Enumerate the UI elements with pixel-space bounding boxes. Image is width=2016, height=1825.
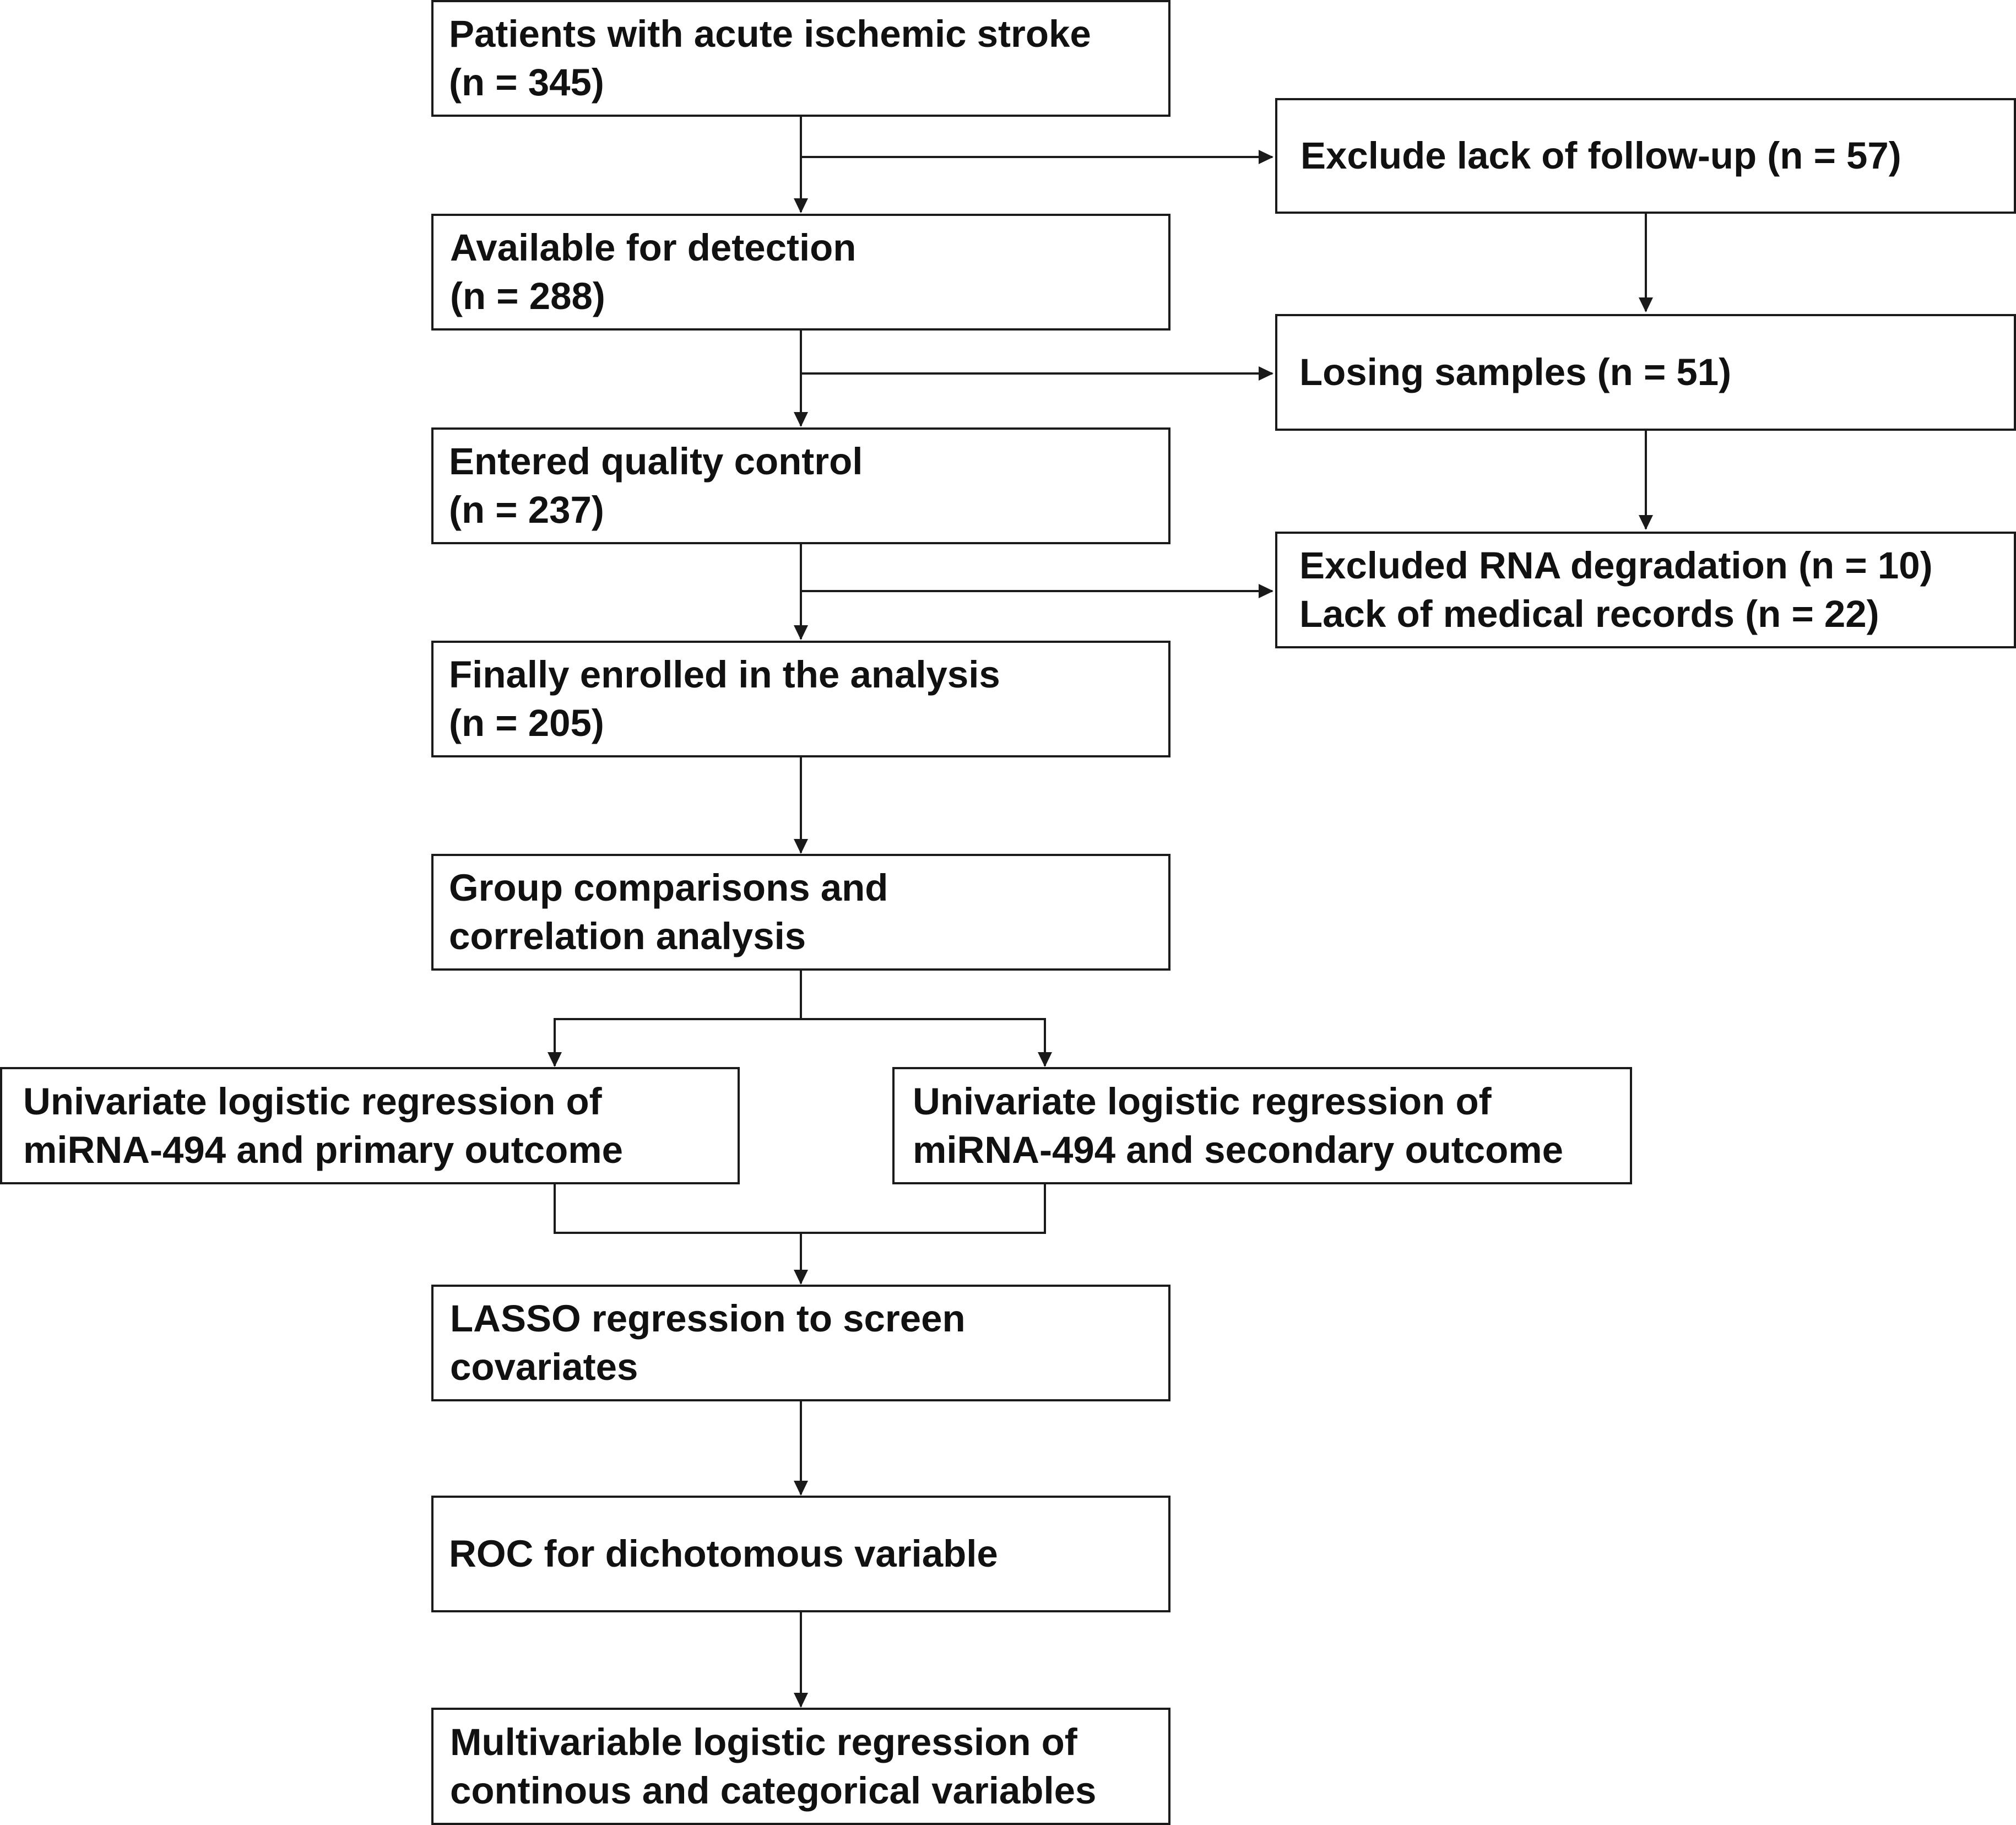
exclude-followup-box: Exclude lack of follow-up (n = 57) xyxy=(1275,98,2016,214)
arrowhead xyxy=(1038,1052,1052,1067)
arrowhead xyxy=(794,839,808,854)
available-box: Available for detection (n = 288) xyxy=(431,214,1170,331)
lasso-box: LASSO regression to screen covariates xyxy=(431,1285,1170,1401)
arrowhead xyxy=(1259,366,1273,381)
quality-box: Entered quality control (n = 237) xyxy=(431,427,1170,544)
losing-samples-label: Losing samples (n = 51) xyxy=(1299,351,1732,393)
arrowhead xyxy=(1639,515,1653,530)
patients-label: Patients with acute ischemic stroke (n =… xyxy=(449,13,1091,104)
univariate-primary-label: Univariate logistic regression of miRNA-… xyxy=(23,1080,623,1171)
arrowhead xyxy=(1639,297,1653,312)
univariate-secondary-box: Univariate logistic regression of miRNA-… xyxy=(892,1067,1632,1184)
univariate-primary-box: Univariate logistic regression of miRNA-… xyxy=(0,1067,740,1184)
arrowhead xyxy=(794,412,808,427)
arrowhead xyxy=(794,1693,808,1708)
arrowhead xyxy=(1259,150,1273,164)
exclude-followup-label: Exclude lack of follow-up (n = 57) xyxy=(1300,134,1901,177)
group-label: Group comparisons and correlation analys… xyxy=(449,867,888,957)
excluded-rna-label: Excluded RNA degradation (n = 10) Lack o… xyxy=(1299,544,1933,635)
arrowhead xyxy=(1259,584,1273,598)
losing-samples-box: Losing samples (n = 51) xyxy=(1275,314,2016,431)
multivariable-label: Multivariable logistic regression of con… xyxy=(450,1720,1097,1812)
multivariable-box: Multivariable logistic regression of con… xyxy=(431,1708,1170,1825)
lasso-label: LASSO regression to screen covariates xyxy=(450,1297,966,1388)
patients-box: Patients with acute ischemic stroke (n =… xyxy=(431,0,1170,117)
arrowhead xyxy=(794,625,808,640)
arrowhead xyxy=(548,1052,562,1067)
connector-group-split-right xyxy=(801,1018,1046,1066)
roc-box: ROC for dichotomous variable xyxy=(431,1496,1170,1612)
excluded-rna-box: Excluded RNA degradation (n = 10) Lack o… xyxy=(1275,532,2016,648)
quality-label: Entered quality control (n = 237) xyxy=(449,440,863,531)
arrowhead xyxy=(794,1270,808,1285)
connector-group-split xyxy=(554,970,802,1066)
enrolled-box: Finally enrolled in the analysis (n = 20… xyxy=(431,641,1170,757)
univariate-secondary-label: Univariate logistic regression of miRNA-… xyxy=(913,1080,1563,1171)
arrowhead xyxy=(794,198,808,213)
group-box: Group comparisons and correlation analys… xyxy=(431,854,1170,971)
connector-merge xyxy=(554,1183,1046,1234)
available-label: Available for detection (n = 288) xyxy=(450,226,857,317)
roc-label: ROC for dichotomous variable xyxy=(449,1532,998,1575)
arrowhead xyxy=(794,1481,808,1496)
enrolled-label: Finally enrolled in the analysis (n = 20… xyxy=(449,653,1000,744)
